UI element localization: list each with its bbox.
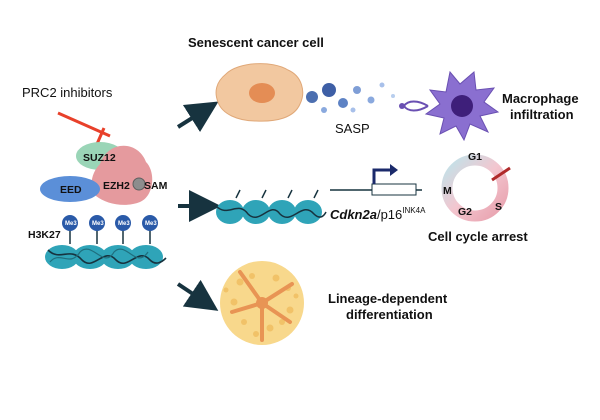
senescent-cell-nucleus: [249, 83, 275, 103]
phase-s: S: [495, 201, 502, 213]
sasp-label: SASP: [335, 121, 370, 136]
eed-subunit: [40, 176, 100, 202]
gene-name: Cdkn2a/p16INK4A: [330, 206, 426, 222]
macrophage: [399, 70, 500, 142]
senescent-cell-title: Senescent cancer cell: [188, 35, 324, 50]
sam-label: SAM: [144, 180, 168, 192]
cell-cycle-ring: [441, 154, 511, 222]
me3-mark-3: [115, 215, 131, 231]
me3-label-3: Me3: [118, 221, 130, 227]
prc2-complex: SUZ12 EED EZH2 SAM: [40, 142, 168, 205]
differentiation-label-line1: Lineage-dependent: [328, 291, 448, 306]
gene-box: [371, 183, 417, 196]
sam-molecule: [132, 177, 146, 191]
suz12-label: SUZ12: [83, 152, 116, 164]
sasp-particles: [306, 82, 395, 113]
senescent-cell: [215, 63, 304, 122]
macrophage-label-line2: infiltration: [510, 107, 574, 122]
differentiation-branch: [230, 270, 294, 342]
phase-g2: G2: [458, 206, 472, 218]
chromatin-middle: [215, 189, 327, 224]
h3k27-label: H3K27: [28, 229, 61, 241]
me3-label-4: Me3: [145, 221, 157, 227]
me3-mark-2: [89, 215, 105, 231]
me3-mark-1: [62, 215, 78, 231]
prc2-inhibitors-label: PRC2 inhibitors: [22, 85, 113, 100]
me3-mark-4: [142, 215, 158, 231]
arrow-to-senescence: [176, 101, 219, 133]
arrow-to-differentiation: [176, 279, 219, 311]
differentiation-label-line2: differentiation: [346, 307, 433, 322]
cell-cycle-arrest-label: Cell cycle arrest: [428, 229, 528, 244]
differentiated-cell: [220, 261, 304, 345]
me3-label-2: Me3: [92, 221, 104, 227]
phase-g1: G1: [468, 151, 482, 163]
eed-label: EED: [60, 184, 82, 196]
me3-label-1: Me3: [65, 221, 77, 227]
macrophage-receptor: [402, 100, 429, 112]
gene-locus: [330, 164, 422, 196]
chromatin-left: [45, 245, 167, 269]
methylation-marks: Me3 Me3 Me3 Me3: [62, 215, 158, 244]
transcription-start-arrow: [372, 168, 392, 184]
cell-cycle-block: [491, 166, 511, 182]
macrophage-label-line1: Macrophage: [502, 91, 579, 106]
ezh2-label: EZH2: [103, 180, 130, 192]
phase-m: M: [443, 185, 452, 197]
macrophage-nucleus: [451, 95, 473, 117]
inhibition-symbol: [57, 111, 111, 145]
